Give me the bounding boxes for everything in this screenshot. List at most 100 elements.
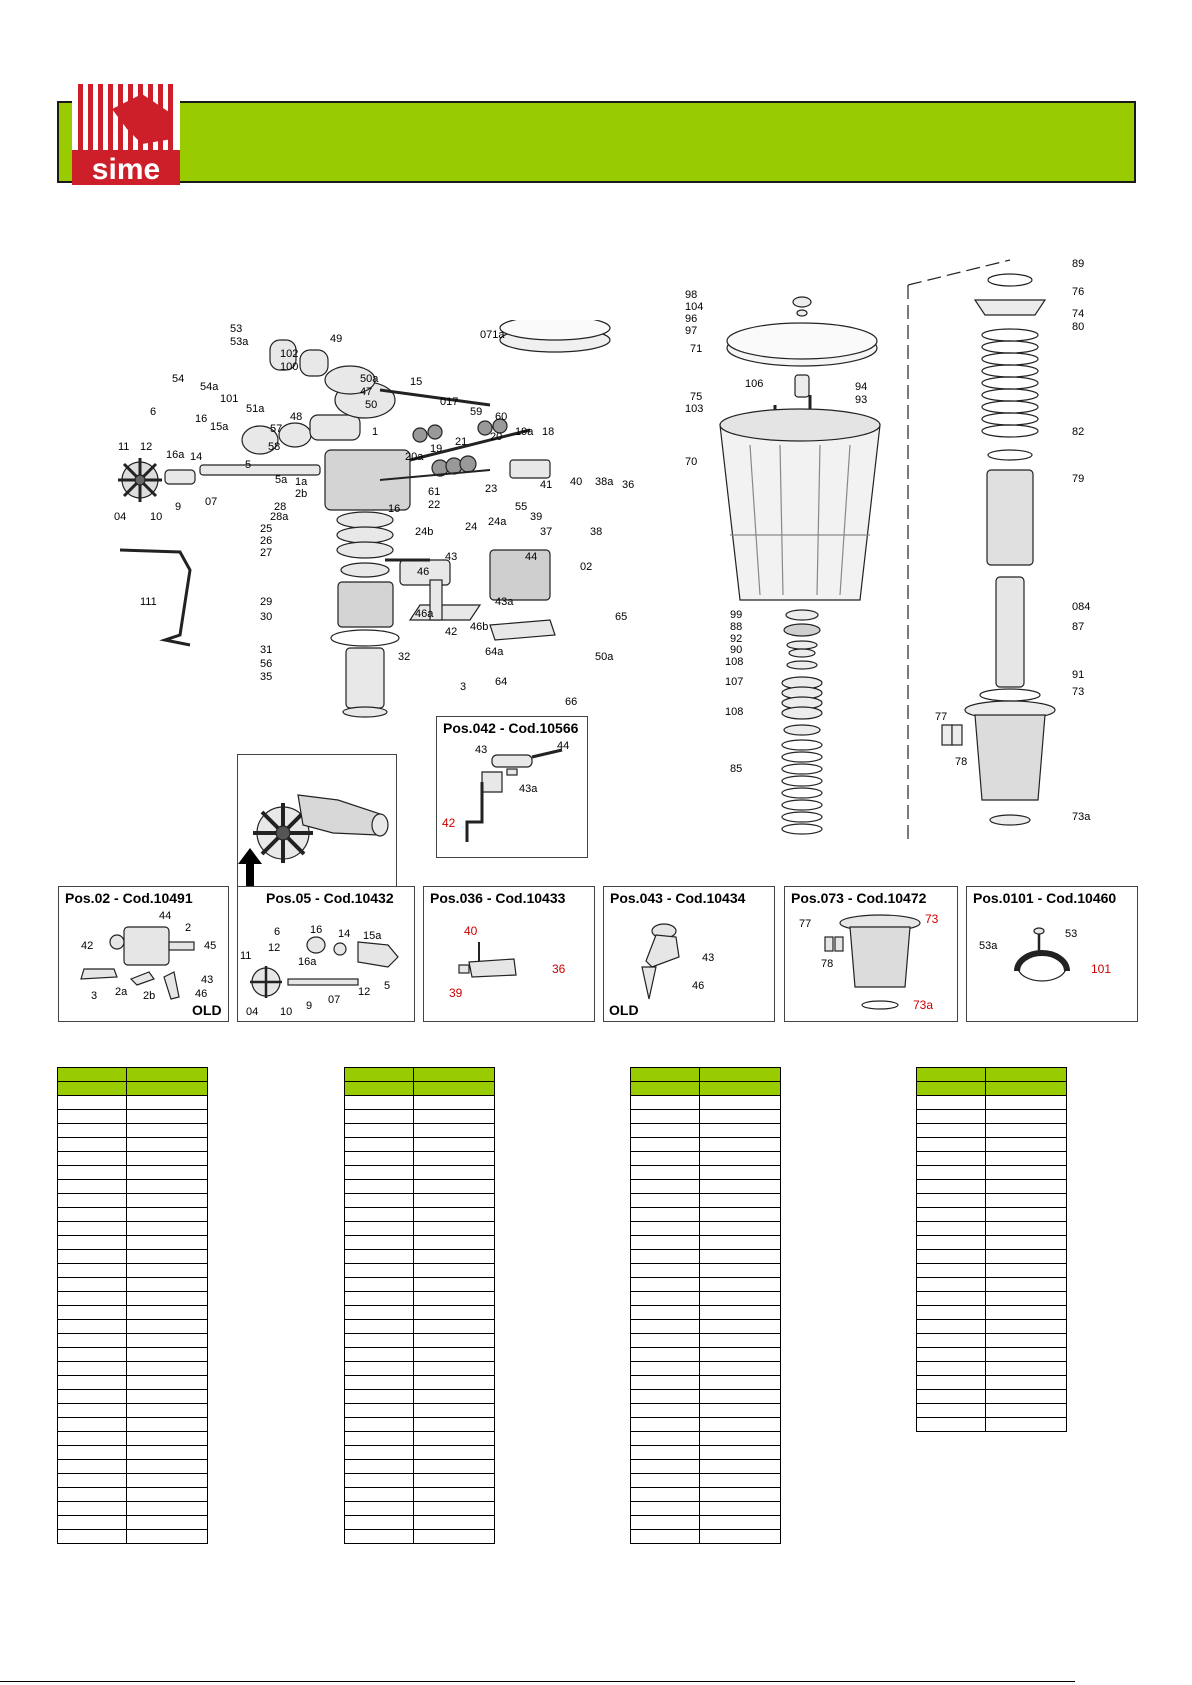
callout-30: 30: [260, 611, 272, 623]
callout-77: 77: [935, 711, 947, 723]
impeller-closeup-graphic: [253, 794, 389, 863]
label-9: 9: [306, 1000, 312, 1012]
inset-title: Pos.0101 - Cod.10460: [973, 890, 1117, 906]
callout-90: 90: [730, 644, 742, 656]
callout-75: 75: [690, 391, 702, 403]
callout-46: 46: [417, 566, 429, 578]
up-down-arrow-icon: [238, 848, 262, 918]
callout-61: 61: [428, 486, 440, 498]
callout-91: 91: [1072, 669, 1084, 681]
callout-25: 25: [260, 523, 272, 535]
callout-54: 54: [172, 373, 184, 385]
label-43: 43: [702, 952, 714, 964]
callout-80: 80: [1072, 321, 1084, 333]
callout-28: 28: [274, 501, 286, 513]
label-2: 2: [185, 922, 191, 934]
callout-103: 103: [685, 403, 703, 415]
callout-97: 97: [685, 325, 697, 337]
callout-78: 78: [955, 756, 967, 768]
label-46: 46: [195, 988, 207, 1000]
callout-96: 96: [685, 313, 697, 325]
callout-26: 26: [260, 535, 272, 547]
label-16: 16: [310, 924, 322, 936]
inset-graphic: 53 53a 101: [979, 927, 1111, 982]
callout-5a: 5a: [275, 474, 288, 486]
callout-49: 49: [330, 333, 342, 345]
callout-106: 106: [745, 378, 763, 390]
callout-24: 24: [465, 521, 477, 533]
callout-101: 101: [220, 393, 238, 405]
callout-99: 99: [730, 609, 742, 621]
callout-071a: 071a: [480, 329, 505, 341]
callout-55: 55: [515, 501, 527, 513]
inset-title: Pos.036 - Cod.10433: [430, 890, 566, 906]
callout-57: 57: [270, 423, 282, 435]
label-10: 10: [280, 1006, 292, 1018]
callout-50a-b: 50a: [595, 651, 614, 663]
callout-36: 36: [622, 479, 634, 491]
inset-pos-02: Pos.02 - Cod.10491 44 2 42 45 3 2a 2b 43…: [58, 886, 229, 1022]
label-78: 78: [821, 958, 833, 970]
label-39: 39: [449, 986, 463, 1000]
callout-53a: 53a: [230, 336, 249, 348]
label-12: 12: [268, 942, 280, 954]
inset-title: Pos.02 - Cod.10491: [65, 890, 193, 906]
tank-exploded-diagram: 98 104 96 97 71 106 75 103 70 99 88 92 9…: [680, 255, 1100, 845]
label-43: 43: [201, 974, 213, 986]
label-2b: 2b: [143, 990, 155, 1002]
callout-108-b: 108: [725, 706, 743, 718]
callout-58: 58: [268, 441, 280, 453]
label-07: 07: [328, 994, 340, 1006]
callout-9: 9: [175, 501, 181, 513]
callout-46a: 46a: [415, 608, 434, 620]
callout-56: 56: [260, 658, 272, 670]
footer-line: [0, 1681, 1075, 1682]
label-77: 77: [799, 918, 811, 930]
callout-1: 1: [372, 426, 378, 438]
callout-108: 108: [725, 656, 743, 668]
callout-73a: 73a: [1072, 811, 1091, 823]
callout-31: 31: [260, 644, 272, 656]
callout-38: 38: [590, 526, 602, 538]
callout-50a: 50a: [360, 373, 379, 385]
callout-38a: 38a: [595, 476, 614, 488]
callout-111: 111: [140, 596, 157, 608]
inset-graphic: 40 36 39: [449, 924, 566, 1000]
callout-107: 107: [725, 676, 743, 688]
label-73a: 73a: [913, 998, 933, 1012]
label-42: 42: [81, 940, 93, 952]
sime-logo: sime: [72, 84, 180, 186]
callout-41: 41: [540, 479, 552, 491]
callout-28a: 28a: [270, 511, 289, 523]
callout-19a: 19a: [515, 426, 534, 438]
callout-35: 35: [260, 671, 272, 683]
callout-79: 79: [1072, 473, 1084, 485]
callout-82: 82: [1072, 426, 1084, 438]
callout-39: 39: [530, 511, 542, 523]
callout-94: 94: [855, 381, 867, 393]
inset-title: Pos.043 - Cod.10434: [610, 890, 746, 906]
inset-pos-043: Pos.043 - Cod.10434 43 46 OLD: [603, 886, 775, 1022]
logo-text: sime: [92, 153, 160, 185]
callout-74: 74: [1072, 308, 1084, 320]
callout-02: 02: [580, 561, 592, 573]
callout-93: 93: [855, 394, 867, 406]
header-bar: [57, 101, 1136, 183]
label-14: 14: [338, 928, 350, 940]
label-12b: 12: [358, 986, 370, 998]
callout-64: 64: [495, 676, 507, 688]
callout-11: 11: [118, 441, 129, 453]
callout-2b: 2b: [295, 488, 307, 500]
callout-20: 20: [490, 431, 502, 443]
callout-24a: 24a: [488, 516, 507, 528]
callout-29: 29: [260, 596, 272, 608]
label-73: 73: [925, 912, 939, 926]
callout-017: 017: [440, 396, 458, 408]
label-16a: 16a: [298, 956, 317, 968]
label-2a: 2a: [115, 986, 128, 998]
label-11: 11: [240, 950, 251, 962]
parts-table-1: [57, 1067, 208, 1544]
callout-98: 98: [685, 289, 697, 301]
callout-43: 43: [445, 551, 457, 563]
callout-60: 60: [495, 411, 507, 423]
